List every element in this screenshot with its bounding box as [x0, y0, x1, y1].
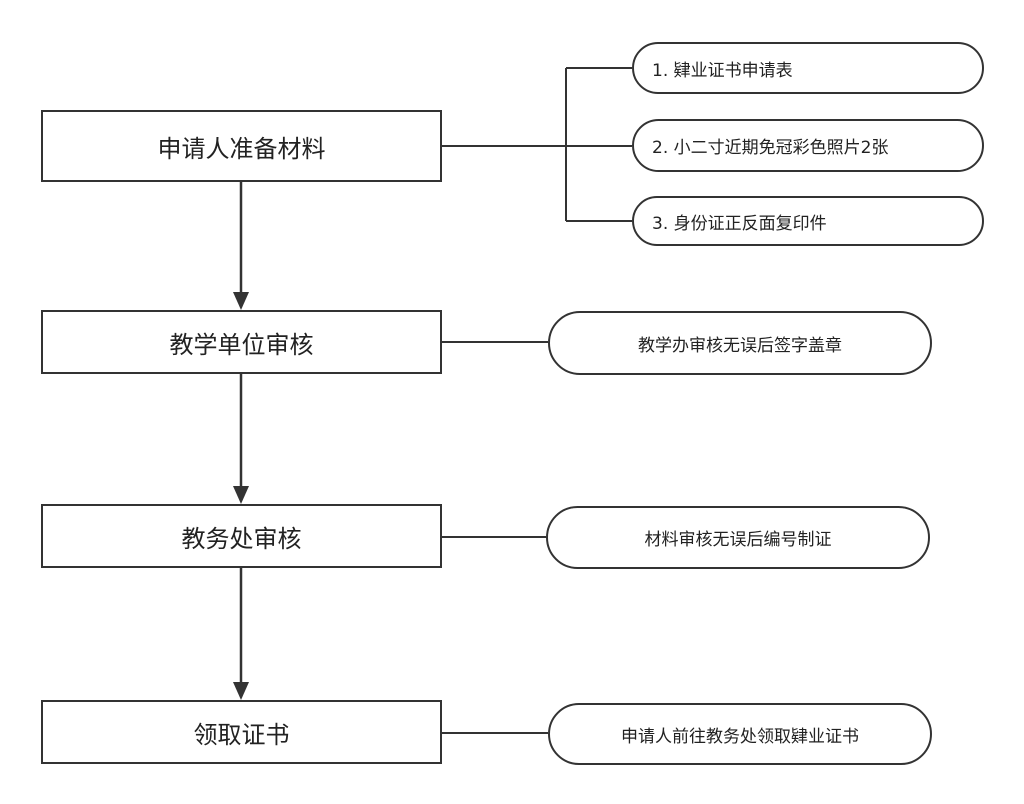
arrowhead-step3	[233, 486, 249, 504]
note-academic-affairs-review: 材料审核无误后编号制证	[546, 506, 930, 569]
step-label: 申请人准备材料	[157, 134, 326, 163]
note-label: 申请人前往教务处领取肄业证书	[621, 726, 859, 747]
arrowhead-step2	[233, 292, 249, 310]
note-department-review: 教学办审核无误后签字盖章	[548, 311, 932, 375]
material-label: 3. 身份证正反面复印件	[652, 213, 827, 234]
step-label: 领取证书	[193, 720, 290, 749]
material-label: 2. 小二寸近期免冠彩色照片2张	[652, 138, 889, 158]
step-label: 教学单位审核	[169, 330, 314, 359]
step-academic-affairs-review: 教务处审核	[41, 504, 442, 568]
arrowhead-step4	[233, 682, 249, 700]
material-item-application-form: 1. 肄业证书申请表	[632, 42, 984, 94]
note-collect-certificate: 申请人前往教务处领取肄业证书	[548, 703, 932, 765]
material-item-photos: 2. 小二寸近期免冠彩色照片2张	[632, 119, 984, 172]
step-prepare-materials: 申请人准备材料	[41, 110, 442, 182]
note-label: 材料审核无误后编号制证	[644, 530, 832, 550]
material-label: 1. 肄业证书申请表	[652, 60, 793, 81]
step-label: 教务处审核	[181, 524, 302, 553]
step-department-review: 教学单位审核	[41, 310, 442, 374]
step-collect-certificate: 领取证书	[41, 700, 442, 764]
material-item-id-copy: 3. 身份证正反面复印件	[632, 196, 984, 246]
note-label: 教学办审核无误后签字盖章	[638, 335, 842, 356]
